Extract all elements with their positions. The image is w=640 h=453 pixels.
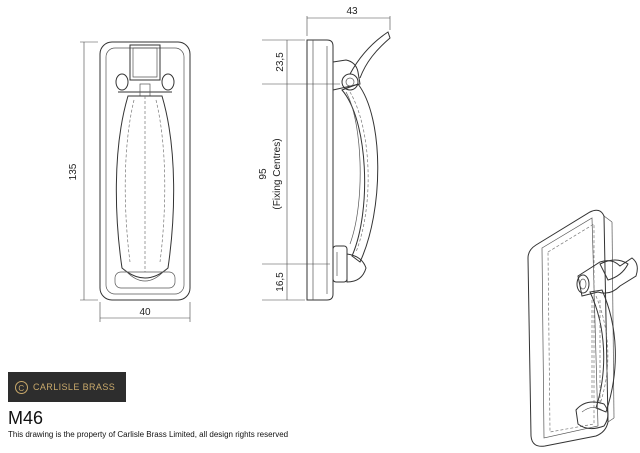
front-view: [99, 41, 191, 301]
dim-fixing-centres-value: 95: [258, 168, 269, 180]
copyright-note: This drawing is the property of Carlisle…: [8, 430, 289, 439]
brand-mark-icon: C: [15, 380, 28, 394]
side-dimensions: 43 23,5 95 (Fixing Centres) 16,5: [258, 6, 391, 301]
dim-bottom-offset: 16,5: [275, 272, 286, 292]
dim-top-offset: 23,5: [275, 52, 286, 72]
front-dimensions: 135 40: [68, 41, 191, 322]
isometric-view: [527, 209, 638, 447]
product-code: M46: [8, 408, 44, 428]
brand-logo: C CARLISLE BRASS: [8, 372, 126, 402]
brand-name: CARLISLE BRASS: [33, 382, 116, 392]
dim-width-front: 40: [139, 307, 151, 318]
dim-fixing-centres-label: (Fixing Centres): [272, 138, 283, 209]
side-view: [306, 31, 391, 301]
dim-height-front: 135: [68, 163, 79, 180]
dim-depth-side: 43: [346, 6, 358, 17]
